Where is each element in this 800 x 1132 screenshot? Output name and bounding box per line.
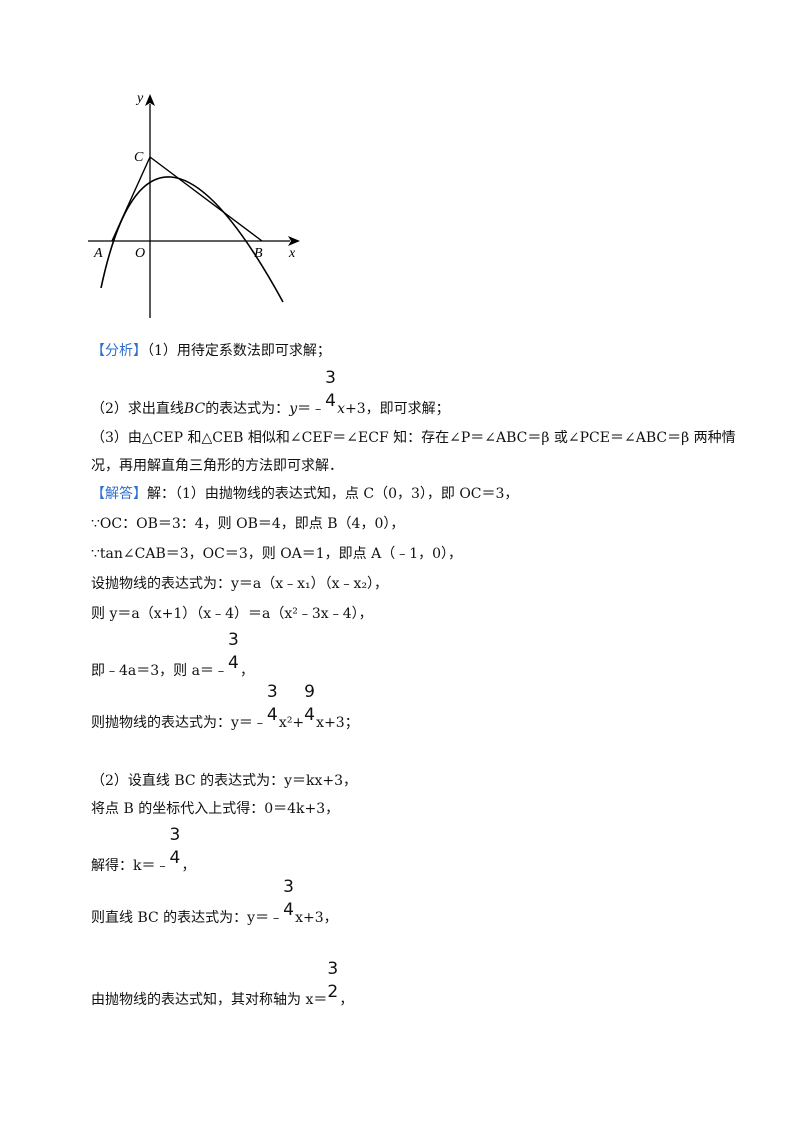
solution-line-3: ∵tan∠CAB＝3，OC＝3，则 OA＝1，即点 A（﹣1，0）， (91, 546, 463, 562)
solution-line-5: 则 y＝a（x+1）（x﹣4）＝a（x²﹣3x﹣4）， (91, 606, 373, 622)
analysis-line-3: （3）由△CEP 和△CEB 相似和∠CEF＝∠ECF 知：存在∠P＝∠ABC＝… (91, 430, 736, 446)
solution-line-9: 将点 B 的坐标代入上式得：0＝4k+3， (91, 801, 340, 817)
analysis-p1: （1）用待定系数法即可求解； (147, 343, 331, 359)
text: x+3； (316, 715, 359, 731)
text: 解：（1）由抛物线的表达式知，点 C（0，3），即 OC＝3， (147, 486, 519, 502)
text: （2）求出直线 (91, 401, 184, 417)
text: x (337, 401, 346, 417)
text: 则抛物线的表达式为：y＝﹣ (91, 715, 267, 731)
text: 由抛物线的表达式知，其对称轴为 x＝ (91, 992, 328, 1008)
parabola-curve (100, 176, 284, 303)
fraction-denominator: 4 (304, 705, 315, 725)
text: ， (239, 663, 254, 679)
text: ＝﹣ (297, 401, 326, 417)
text: ， (181, 858, 196, 874)
fraction-numerator: 3 (169, 825, 181, 845)
solution-line-1: 【解答】解：（1）由抛物线的表达式知，点 C（0，3），即 OC＝3， (91, 485, 518, 503)
text: BC (183, 401, 206, 417)
parabola-figure: y x C A O B (88, 91, 300, 318)
fraction-denominator: 4 (325, 391, 336, 411)
solution-tag: 【解答】 (91, 486, 147, 502)
analysis-tag: 【分析】 (91, 343, 147, 359)
text: 即﹣4a＝3，则 a＝﹣ (91, 663, 228, 679)
fraction-denominator: 4 (227, 653, 239, 673)
fraction-numerator: 3 (283, 877, 294, 897)
solution-line-2: ∵OC：OB＝3：4，则 OB＝4，即点 B（4，0）， (91, 516, 405, 532)
segment-AC (111, 156, 151, 242)
text: y (289, 401, 298, 417)
fraction-denominator: 4 (283, 900, 294, 920)
text: 的表达式为： (205, 401, 290, 417)
text: x+3， (295, 910, 338, 926)
fraction-numerator: 3 (325, 368, 336, 388)
text: 解得：k＝﹣ (91, 858, 170, 874)
fraction-numerator: 3 (327, 959, 339, 979)
x-axis-label: x (288, 246, 296, 261)
point-A-label: A (93, 246, 103, 261)
solution-line-4: 设抛物线的表达式为：y＝a（x﹣x₁）（x﹣x₂）， (91, 576, 389, 592)
x-axis-arrow (288, 236, 300, 246)
text: ， (339, 992, 354, 1008)
fraction-numerator: 3 (227, 630, 239, 650)
y-axis-label: y (135, 91, 144, 106)
analysis-line-4: 况，再用解直角三角形的方法即可求解． (91, 458, 343, 474)
text: +3，即可求解； (345, 401, 450, 417)
y-axis-arrow (145, 94, 155, 106)
segment-CB (149, 156, 263, 242)
point-B-label: B (254, 246, 263, 261)
fraction-denominator: 4 (266, 705, 278, 725)
solution-line-8: （2）设直线 BC 的表达式为：y＝kx+3， (91, 773, 357, 789)
analysis-line-1: 【分析】（1）用待定系数法即可求解； (91, 342, 331, 360)
fraction-denominator: 2 (327, 982, 339, 1002)
fraction-numerator: 3 (266, 682, 278, 702)
origin-label: O (135, 246, 145, 261)
fraction-numerator: 9 (304, 682, 315, 702)
fraction-denominator: 4 (169, 848, 181, 868)
point-C-label: C (134, 150, 144, 165)
text: 则直线 BC 的表达式为：y＝﹣ (91, 910, 284, 926)
text: x²+ (278, 715, 305, 731)
